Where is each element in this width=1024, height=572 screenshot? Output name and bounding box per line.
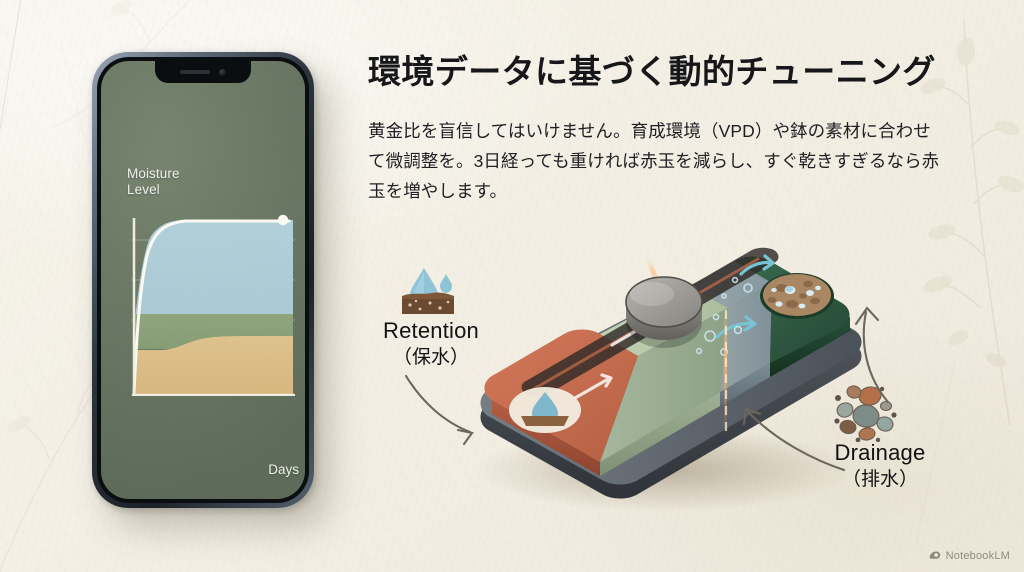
page-title: 環境データに基づく動的チューニング — [368, 55, 936, 91]
chart-area-drainage — [133, 336, 293, 394]
notebooklm-watermark: NotebookLM — [928, 549, 1010, 562]
phone-screen[interactable]: Moisture Level — [101, 61, 305, 499]
chart-y-axis-label: Moisture Level — [127, 166, 180, 198]
water-drop-soil-icon — [509, 387, 581, 433]
body-paragraph: 黄金比を盲信してはいけません。育成環境（VPD）や鉢の素材に合わせて微調整を。3… — [368, 121, 940, 202]
notebooklm-icon — [929, 551, 940, 559]
notebooklm-watermark-label: NotebookLM — [945, 549, 1010, 562]
glow-divider — [724, 306, 727, 434]
phone-notch — [155, 61, 251, 83]
label-drainage: Drainage （排水） — [790, 440, 970, 493]
earpiece-speaker-icon — [180, 70, 210, 74]
chart-moisture-curve — [132, 219, 291, 396]
label-retention: Retention （保水） — [346, 318, 516, 371]
front-camera-icon — [219, 68, 226, 76]
chart-endpoint-marker — [277, 214, 289, 226]
label-drainage-en: Drainage — [834, 440, 926, 465]
paper-crease — [0, 0, 21, 169]
moisture-chart: Moisture Level — [127, 166, 299, 477]
water-bubbles — [695, 276, 753, 357]
label-retention-en: Retention — [383, 318, 479, 343]
chart-y-axis-label-line2: Level — [127, 181, 160, 197]
chart-plot-area — [131, 218, 295, 396]
slider-knob[interactable] — [625, 276, 703, 348]
phone-bezel: Moisture Level — [97, 57, 309, 503]
paper-crease — [60, 39, 91, 157]
paper-crease — [304, 500, 371, 525]
granule-pellets-icon — [760, 273, 834, 319]
chart-axes — [131, 218, 295, 396]
chart-x-axis-label: Days — [268, 462, 299, 477]
chart-area-moisture — [133, 220, 293, 396]
smartphone-mockup: Moisture Level — [92, 52, 314, 508]
soil-water-drop-icon — [402, 268, 454, 314]
label-drainage-jp: （排水） — [841, 468, 918, 490]
pebbles-granules-icon — [834, 385, 897, 442]
chart-y-axis-label-line1: Moisture — [127, 166, 180, 181]
label-retention-jp: （保水） — [392, 346, 469, 368]
